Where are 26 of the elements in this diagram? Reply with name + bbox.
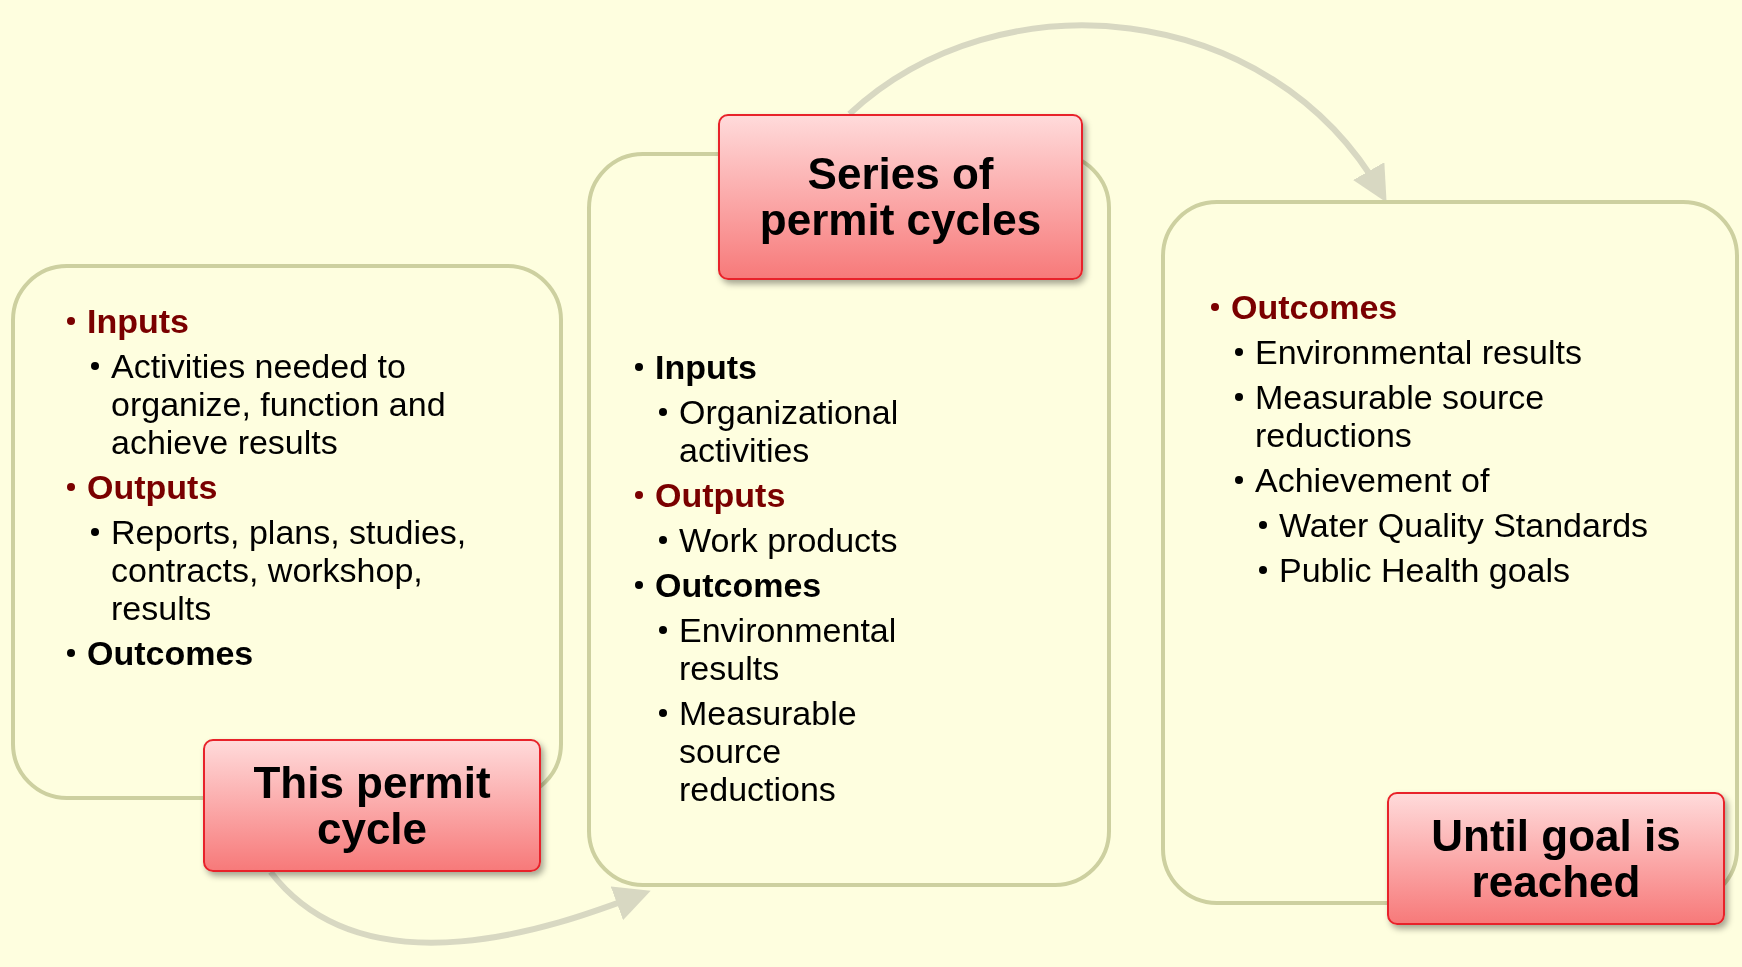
- bullet-heading: Inputs: [87, 302, 189, 340]
- bullet-text: Measurable source reductions: [1255, 378, 1545, 454]
- bullet-heading: Inputs: [655, 348, 757, 386]
- bullet-text: Work products: [679, 521, 898, 559]
- bullet-text: Water Quality Standards: [1279, 506, 1649, 544]
- bullet-heading: Outcomes: [87, 634, 254, 672]
- bullet-text: Environmental results: [1255, 333, 1582, 371]
- bullet-heading: Outcomes: [1231, 288, 1398, 326]
- bullet-text: Public Health goals: [1279, 551, 1571, 589]
- bullet-text: Organizational activities: [679, 393, 899, 469]
- bullet-text: Reports, plans, studies, contracts, workshop, results: [111, 513, 467, 627]
- label-text: Until goal is reached: [1430, 812, 1682, 905]
- label-box: [203, 739, 541, 872]
- bullet-text: Environmental results: [679, 611, 897, 687]
- label-text: Series of permit cycles: [758, 151, 1043, 243]
- bullet-heading: Outcomes: [655, 566, 822, 604]
- label-box: [718, 114, 1083, 280]
- bullet-text: Activities needed to organize, function and achieve results: [111, 347, 446, 461]
- curved-arrow: [847, 22, 1388, 202]
- curved-arrow: [268, 869, 651, 946]
- bullet-text: Measurable source reductions: [679, 694, 857, 808]
- bullet-text: Achievement of: [1255, 461, 1490, 499]
- bullet-heading: Outputs: [87, 468, 218, 506]
- label-box: [1387, 792, 1725, 925]
- label-text: This permit cycle: [252, 759, 492, 852]
- bullet-heading: Outputs: [655, 476, 786, 514]
